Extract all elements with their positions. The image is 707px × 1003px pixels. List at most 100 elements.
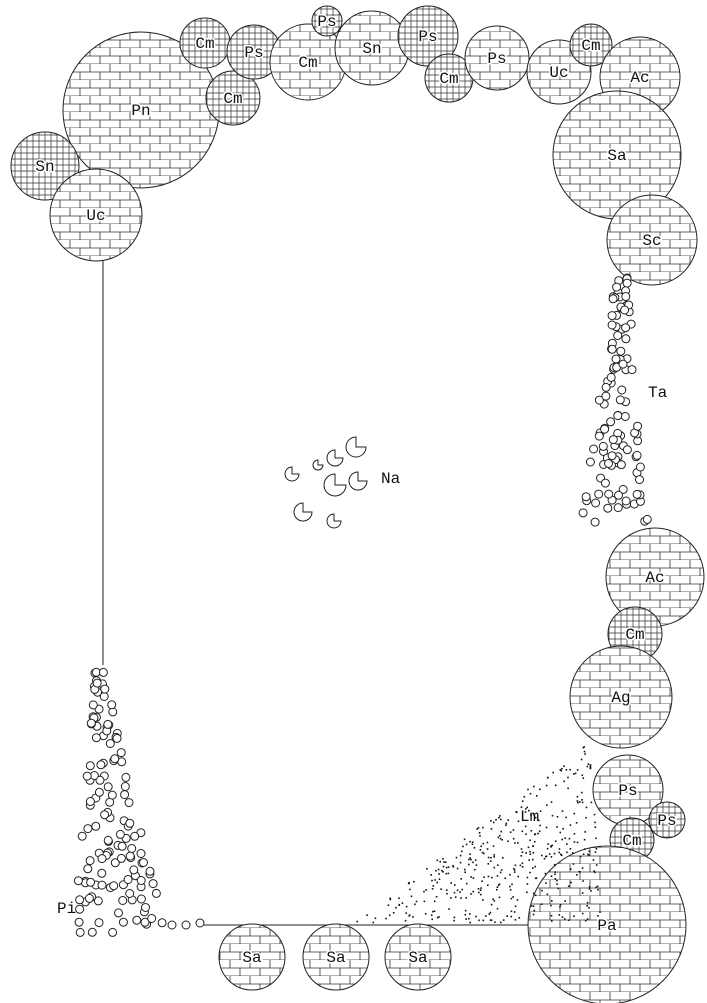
lm-stipple-dot <box>550 905 552 907</box>
lm-stipple-dot <box>560 770 562 772</box>
pi-dot <box>117 749 125 757</box>
lm-stipple-dot <box>522 800 524 802</box>
lm-stipple-dot <box>406 906 408 908</box>
pi-dot <box>149 880 157 888</box>
lm-stipple-dot <box>466 844 468 846</box>
lm-stipple-dot <box>529 872 531 874</box>
lm-stipple-dot <box>424 901 426 903</box>
pi-dot <box>98 869 106 877</box>
pi-dot <box>196 919 204 927</box>
lm-stipple-dot <box>470 893 472 895</box>
pi-dot <box>118 842 126 850</box>
lm-stipple-dot <box>514 871 516 873</box>
ta-dot <box>628 366 636 374</box>
symbol-pa-23: Pa <box>528 846 686 1003</box>
ta-dot <box>582 493 590 501</box>
lm-stipple-dot <box>526 892 528 894</box>
lm-stipple-dot <box>459 891 461 893</box>
lm-stipple-dot <box>389 915 391 917</box>
lm-stipple-dot <box>496 889 498 891</box>
pi-dot <box>137 895 145 903</box>
lm-stipple-dot <box>583 853 585 855</box>
lm-stipple-dot <box>531 905 533 907</box>
pi-dot <box>158 919 166 927</box>
lm-stipple-dot <box>469 922 471 924</box>
label-cm: Cm <box>195 35 214 53</box>
lm-stipple-dot <box>525 833 527 835</box>
lm-stipple-dot <box>494 867 496 869</box>
lm-stipple-dot <box>446 867 448 869</box>
label-sa: Sa <box>242 949 262 967</box>
lm-stipple-dot <box>473 877 475 879</box>
pi-dot <box>74 877 82 885</box>
lm-stipple-dot <box>503 919 505 921</box>
lm-stipple-dot <box>478 888 480 890</box>
lm-stipple-dot <box>442 858 444 860</box>
ta-dot <box>616 396 624 404</box>
lm-stipple-dot <box>454 892 456 894</box>
lm-stipple-dot <box>556 826 558 828</box>
lm-stipple-dot <box>455 896 457 898</box>
ta-dot <box>614 504 622 512</box>
pi-dot <box>109 928 117 936</box>
pi-dot <box>131 832 139 840</box>
lm-stipple-dot <box>423 891 425 893</box>
lm-stipple-dot <box>582 775 584 777</box>
lm-stipple-dot <box>533 893 535 895</box>
lm-stipple-dot <box>502 857 504 859</box>
lm-stipple-dot <box>594 872 596 874</box>
lm-stipple-dot <box>513 838 515 840</box>
lm-stipple-dot <box>573 773 575 775</box>
lm-stipple-dot <box>468 864 470 866</box>
lm-stipple-dot <box>437 860 439 862</box>
pi-dot <box>119 897 127 905</box>
na-ring <box>313 460 323 470</box>
label-ag: Ag <box>611 689 630 707</box>
lm-stipple-dot <box>389 898 391 900</box>
lm-stipple-dot <box>454 884 456 886</box>
lm-stipple-dot <box>521 848 523 850</box>
pi-dot <box>98 855 106 863</box>
ta-dot <box>579 509 587 517</box>
lm-stipple-dot <box>547 848 549 850</box>
lm-stipple-dot <box>533 786 535 788</box>
lm-stipple-dot <box>587 766 589 768</box>
lm-stipple-dot <box>409 914 411 916</box>
pi-dot <box>104 783 112 791</box>
lm-stipple-dot <box>413 881 415 883</box>
lm-stipple-dot <box>583 777 585 779</box>
lm-stipple-dot <box>565 817 567 819</box>
lm-stipple-dot <box>469 853 471 855</box>
lm-stipple-dot <box>522 831 524 833</box>
label-ac: Ac <box>630 69 649 87</box>
lm-stipple-dot <box>432 911 434 913</box>
lm-stipple-dot <box>521 855 523 857</box>
lm-stipple-dot <box>500 819 502 821</box>
lm-stipple-dot <box>482 899 484 901</box>
lm-stipple-dot <box>398 904 400 906</box>
lm-stipple-dot <box>594 822 596 824</box>
lm-stipple-dot <box>556 883 558 885</box>
lm-stipple-dot <box>534 866 536 868</box>
lm-stipple-dot <box>465 918 467 920</box>
lm-stipple-dot <box>581 799 583 801</box>
label-cm: Cm <box>439 70 458 88</box>
lm-stipple-dot <box>582 892 584 894</box>
lm-stipple-dot <box>454 917 456 919</box>
label-lm: Lm <box>520 808 539 826</box>
lm-stipple-dot <box>555 785 557 787</box>
ta-dot <box>622 335 630 343</box>
pi-dot <box>76 928 84 936</box>
lm-stipple-dot <box>551 856 553 858</box>
lm-stipple-dot <box>535 833 537 835</box>
lm-stipple-dot <box>452 865 454 867</box>
lm-stipple-dot <box>466 883 468 885</box>
lm-stipple-dot <box>581 792 583 794</box>
na-ring <box>294 503 312 521</box>
lm-stipple-dot <box>480 887 482 889</box>
lm-stipple-dot <box>468 918 470 920</box>
na-ring-cluster <box>285 437 367 528</box>
symbol-uc-2: Uc <box>50 169 142 261</box>
ta-dot <box>622 497 630 505</box>
pi-dot <box>76 896 84 904</box>
